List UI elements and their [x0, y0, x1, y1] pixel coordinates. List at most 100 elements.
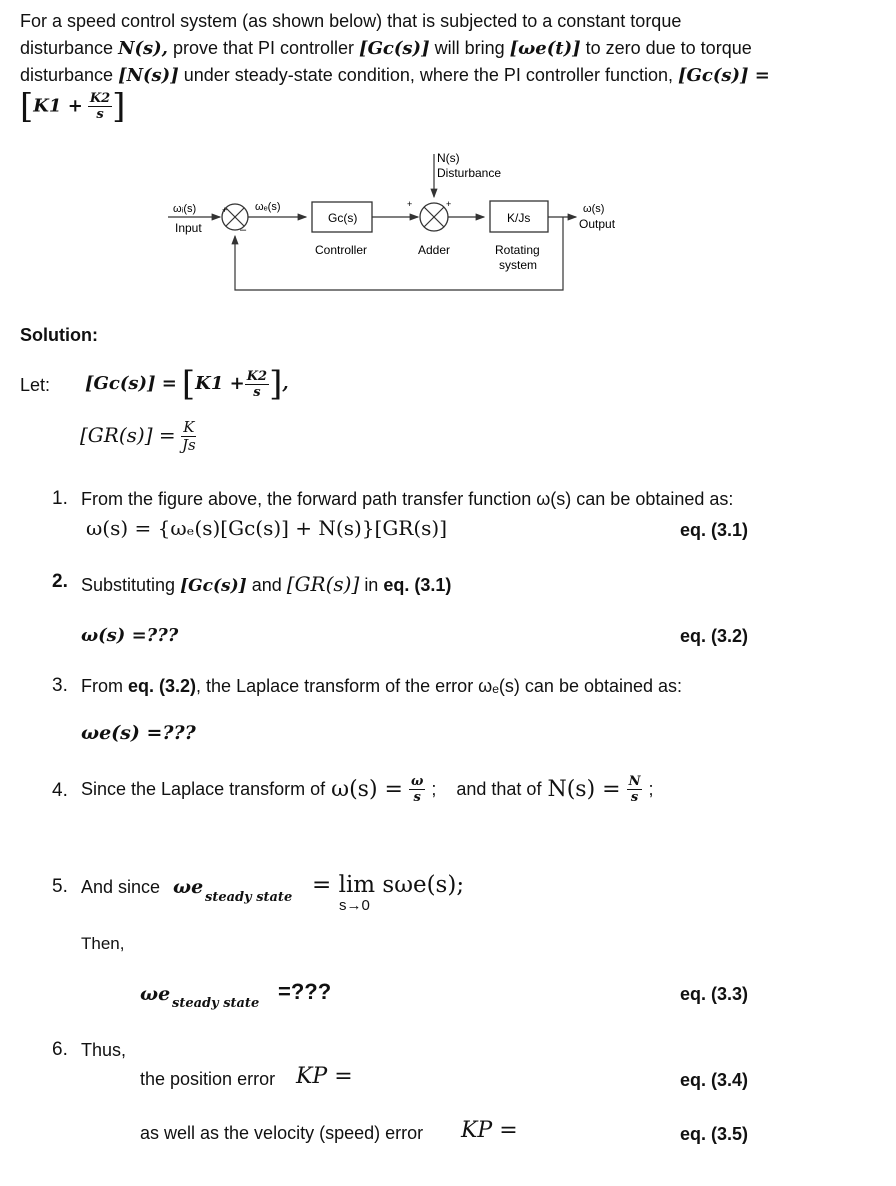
text: and: [251, 575, 282, 595]
step-5-omega: ωe: [173, 876, 204, 898]
frac-num: K2: [87, 90, 113, 107]
eq-3-5-tag: eq. (3.5): [680, 1124, 749, 1144]
step-2-equation: ω(s) =???: [81, 625, 179, 646]
step-5-limit: s→0: [339, 897, 370, 914]
step-2-line: Substituting [Gc(s)] and [GR(s)] in eq. …: [81, 572, 451, 596]
position-error-text: the position error: [140, 1069, 276, 1089]
frac-num: ω: [408, 773, 426, 790]
feedback-path: [231, 217, 564, 291]
text: and that of: [456, 778, 542, 799]
eq-3-2-tag: eq. (3.2): [680, 626, 749, 646]
step-3-line: From eq. (3.2), the Laplace transform of…: [81, 676, 682, 697]
eq-3-1-tag: eq. (3.1): [680, 520, 749, 540]
controller-block: [311, 201, 373, 233]
text: disturbance: [20, 37, 119, 58]
input-symbol: ωᵢ(s): [173, 203, 196, 215]
steady-state-omega: ωe: [140, 983, 171, 1005]
n-s: N(s) =: [547, 776, 621, 802]
disturbance-symbol: N(s),: [118, 37, 168, 59]
step-5-number: 5.: [52, 876, 68, 897]
step-2-number: 2.: [52, 571, 68, 592]
text: disturbance: [20, 65, 119, 85]
controller-symbol: [Gc(s)] =: [678, 65, 770, 86]
bracket: ]: [112, 85, 126, 126]
position-error-kp: KP =: [296, 1064, 353, 1089]
disturbance-symbol: [N(s)]: [118, 65, 179, 86]
adder-label: Adder: [418, 243, 450, 257]
bracket: [: [20, 85, 34, 126]
step-3-equation: ωe(s) =???: [81, 722, 196, 744]
pi-k1: K1 +: [33, 94, 83, 116]
frac-den: s: [413, 789, 421, 805]
block-diagram: ωᵢ(s) Input + – ωₑ(s) Gc(s) Controller N…: [168, 151, 616, 291]
frac-num: K2: [244, 368, 270, 385]
solution-heading: Solution:: [20, 325, 98, 345]
text: to zero due to torque: [580, 37, 752, 58]
plus-sign: +: [222, 205, 227, 215]
step-5-text: And since: [81, 877, 161, 897]
frac-den: Js: [181, 436, 196, 454]
frac-num: N: [626, 773, 643, 790]
step-3-number: 3.: [52, 675, 68, 696]
problem-line-2: disturbance N(s), prove that PI controll…: [20, 35, 880, 63]
step-1-number: 1.: [52, 488, 68, 509]
disturbance-symbol: N(s): [437, 151, 460, 165]
error-label: ωₑ(s): [255, 201, 281, 213]
frac-den: s: [253, 384, 261, 400]
eq-ref: eq. (3.2): [128, 676, 197, 696]
error-symbol: [ωe(t)]: [509, 37, 581, 59]
step-5-subscript: steady state: [205, 890, 293, 905]
plant-label-1: Rotating: [495, 243, 540, 257]
problem-line-3: disturbance [N(s)] under steady-state co…: [20, 62, 880, 90]
frac-den: s: [96, 106, 104, 122]
minus-sign: –: [240, 224, 247, 236]
eq-3-4-tag: eq. (3.4): [680, 1070, 749, 1090]
comma: ,: [282, 372, 289, 394]
input-label: Input: [175, 221, 202, 235]
velocity-error-kp: KP =: [461, 1118, 518, 1143]
gc-k1: K1 +: [195, 372, 245, 394]
gr-lhs: [GR(s)] =: [80, 422, 176, 447]
problem-statement: For a speed control system (as shown bel…: [20, 8, 880, 123]
text: , the Laplace transform of the error ωₑ(…: [196, 676, 683, 696]
eq-3-3-tag: eq. (3.3): [680, 984, 749, 1004]
step-1-text: From the figure above, the forward path …: [81, 489, 734, 509]
text: will bring: [429, 37, 510, 58]
bracket: ]: [269, 364, 283, 404]
steady-state-subscript: steady state: [172, 996, 260, 1011]
let-label: Let:: [20, 375, 51, 395]
text: Since the Laplace transform of: [81, 778, 326, 799]
output-symbol: ω(s): [583, 203, 604, 215]
steady-state-equation: =???: [278, 979, 332, 1004]
gr-symbol: [GR(s)]: [286, 572, 360, 596]
step-6-number: 6.: [52, 1039, 68, 1060]
plant-symbol: K/Js: [507, 211, 530, 225]
velocity-error-text: as well as the velocity (speed) error: [140, 1123, 424, 1143]
plant-label-2: system: [499, 258, 537, 272]
semicolon: ;: [648, 778, 654, 799]
semicolon: ;: [431, 778, 437, 799]
step-5-equation: = lim sωe(s);: [312, 872, 465, 898]
text: From: [81, 676, 123, 696]
text: prove that PI controller: [167, 37, 360, 58]
step-6-text: Thus,: [81, 1040, 127, 1060]
eq-ref: eq. (3.1): [383, 575, 452, 595]
then-label: Then,: [81, 934, 125, 953]
omega-s: ω(s) =: [331, 776, 403, 802]
step-4-number: 4.: [52, 780, 68, 801]
text: Substituting: [81, 575, 176, 595]
bracket: [: [181, 364, 196, 404]
controller-label: Controller: [315, 243, 367, 257]
plus-sign: +: [446, 199, 451, 209]
text: under steady-state condition, where the …: [178, 65, 678, 85]
plus-sign: +: [407, 199, 412, 209]
